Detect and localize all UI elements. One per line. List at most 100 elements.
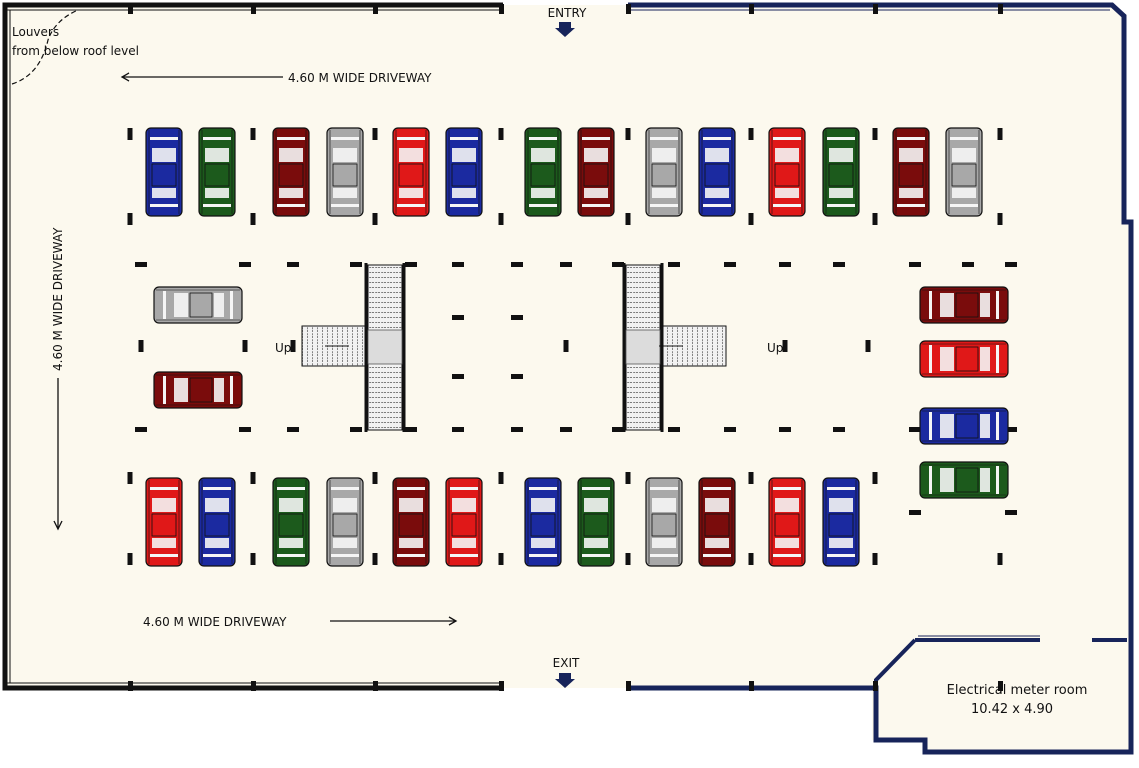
stair-landing [367, 329, 403, 365]
column [250, 472, 256, 484]
column [127, 128, 133, 140]
column [625, 128, 631, 140]
column [833, 262, 845, 267]
column [873, 4, 878, 14]
electrical-room-size: 10.42 x 4.90 [971, 702, 1053, 717]
column [865, 340, 871, 352]
exit-label: EXIT [553, 656, 580, 670]
exit-arrow-icon [555, 673, 575, 688]
staircase [622, 263, 727, 432]
car [272, 127, 310, 217]
column [872, 472, 878, 484]
column [962, 262, 974, 267]
car [768, 477, 806, 567]
arrow-head [53, 520, 63, 531]
column [724, 427, 736, 432]
column [499, 681, 504, 691]
car [919, 340, 1009, 378]
column [239, 427, 251, 432]
staircases [301, 263, 727, 432]
column [612, 262, 624, 267]
column [748, 213, 754, 225]
car [153, 286, 243, 324]
column [498, 553, 504, 565]
louvers-label: from below roof level [12, 44, 139, 58]
column [373, 681, 378, 691]
column [612, 427, 624, 432]
column [724, 262, 736, 267]
column [998, 4, 1003, 14]
car [577, 477, 615, 567]
entry-label: ENTRY [548, 6, 587, 20]
column [997, 128, 1003, 140]
column [405, 427, 417, 432]
car [198, 477, 236, 567]
column [498, 213, 504, 225]
car [698, 477, 736, 567]
car [524, 477, 562, 567]
column [250, 128, 256, 140]
driveway-label-top: 4.60 M WIDE DRIVEWAY [288, 71, 432, 85]
column [1005, 262, 1017, 267]
column [626, 4, 631, 14]
car [153, 371, 243, 409]
car [445, 127, 483, 217]
car [698, 127, 736, 217]
car [919, 461, 1009, 499]
column [909, 427, 921, 432]
car [145, 127, 183, 217]
column [1005, 427, 1017, 432]
column [135, 427, 147, 432]
column [872, 213, 878, 225]
car [445, 477, 483, 567]
parked-cars [145, 127, 1009, 567]
column [242, 340, 248, 352]
column [560, 427, 572, 432]
column [128, 681, 133, 691]
column [498, 128, 504, 140]
column [350, 427, 362, 432]
column [998, 681, 1003, 691]
column [909, 510, 921, 515]
column [127, 472, 133, 484]
car [524, 127, 562, 217]
car [768, 127, 806, 217]
column [452, 262, 464, 267]
column [250, 553, 256, 565]
car [198, 127, 236, 217]
column [997, 553, 1003, 565]
car [145, 477, 183, 567]
wall-navy [628, 2, 1134, 755]
column [748, 128, 754, 140]
column [748, 553, 754, 565]
column [452, 427, 464, 432]
column [1005, 510, 1017, 515]
column [499, 4, 504, 14]
column [779, 427, 791, 432]
car [822, 477, 860, 567]
louvers-arc [11, 9, 79, 85]
column [625, 213, 631, 225]
column [290, 340, 296, 352]
car [326, 127, 364, 217]
driveway-label-left: 4.60 M WIDE DRIVEWAY [51, 227, 65, 371]
column [135, 262, 147, 267]
car [577, 127, 615, 217]
column [511, 262, 523, 267]
electrical-room-name: Electrical meter room [947, 683, 1088, 698]
column [511, 427, 523, 432]
column [372, 472, 378, 484]
column [668, 262, 680, 267]
column [498, 472, 504, 484]
column [405, 262, 417, 267]
car [945, 127, 983, 217]
arrow-head [120, 72, 130, 82]
column [668, 427, 680, 432]
column [749, 681, 754, 691]
column [138, 340, 144, 352]
column [748, 472, 754, 484]
car [392, 477, 430, 567]
louvers-label: Louvers [12, 25, 59, 39]
stair-up-label-right: Up [767, 341, 783, 355]
arrow-head [448, 616, 458, 626]
